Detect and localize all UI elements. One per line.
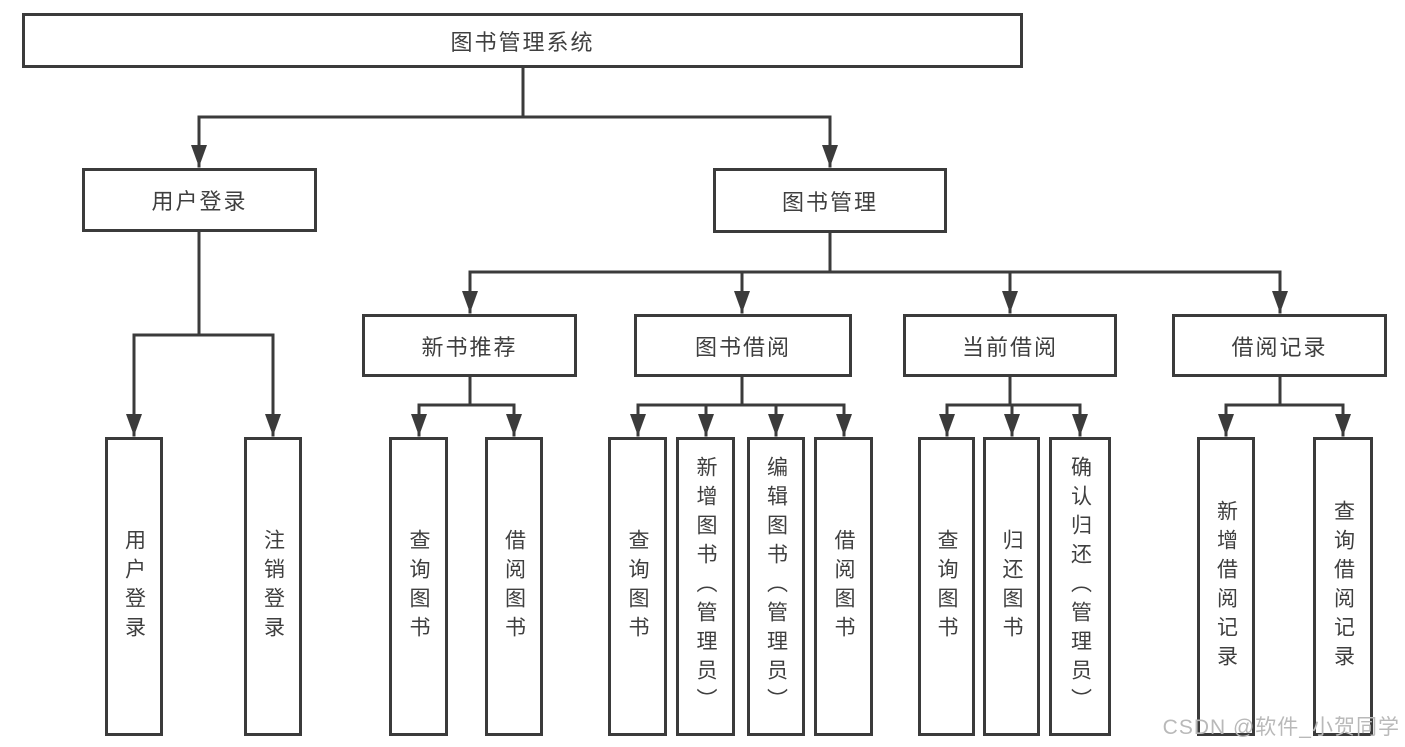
node-leaf-query-book-rec: 查询图书 <box>389 437 448 736</box>
edge-book-borrow-children <box>630 375 852 437</box>
node-leaf-edit-book: 编辑图书（管理员） <box>747 437 805 736</box>
node-leaf-user-login: 用户登录 <box>105 437 163 736</box>
node-borrow-records: 借阅记录 <box>1172 314 1387 377</box>
edge-book-mgmt-children <box>462 231 1288 314</box>
node-leaf-query-book-current: 查询图书 <box>918 437 975 736</box>
node-leaf-return-book: 归还图书 <box>983 437 1040 736</box>
watermark: CSDN @软件_小贺同学 <box>1162 716 1400 739</box>
edge-user-login-children <box>126 230 281 437</box>
edge-borrow-records-children <box>1218 375 1351 437</box>
node-current-borrow: 当前借阅 <box>903 314 1117 377</box>
node-leaf-add-book: 新增图书（管理员） <box>676 437 735 736</box>
node-leaf-confirm-return: 确认归还（管理员） <box>1049 437 1111 736</box>
node-leaf-logout: 注销登录 <box>244 437 302 736</box>
node-book-mgmt: 图书管理 <box>713 168 947 233</box>
node-new-book-rec: 新书推荐 <box>362 314 577 377</box>
node-leaf-borrow-book-borrow: 借阅图书 <box>814 437 873 736</box>
node-leaf-query-book-borrow: 查询图书 <box>608 437 667 736</box>
node-leaf-borrow-book-rec: 借阅图书 <box>485 437 543 736</box>
node-leaf-add-borrow-record: 新增借阅记录 <box>1197 437 1255 736</box>
edge-root-to-level2 <box>191 66 838 168</box>
edge-new-book-rec-children <box>411 375 522 437</box>
node-leaf-query-borrow-record: 查询借阅记录 <box>1313 437 1373 736</box>
node-user-login: 用户登录 <box>82 168 317 232</box>
node-book-borrow: 图书借阅 <box>634 314 852 377</box>
edge-current-borrow-children <box>939 375 1088 437</box>
node-root: 图书管理系统 <box>22 13 1023 68</box>
